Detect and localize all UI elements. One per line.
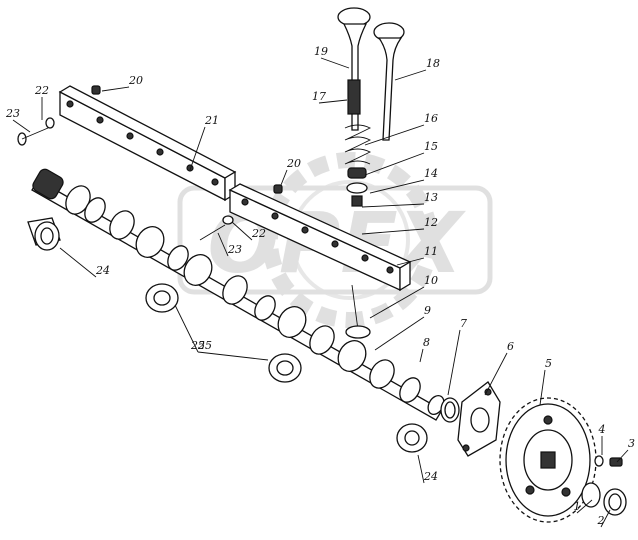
callout-label-11: 11	[424, 245, 438, 258]
callout-layer: 1234567891011121314151617181920202122222…	[5, 45, 635, 528]
valve-spring-16	[344, 124, 372, 207]
valve-18	[373, 22, 405, 141]
washer-4	[594, 455, 604, 467]
bolt-23-lower	[199, 215, 234, 241]
callout-label-8: 8	[423, 336, 430, 349]
callout-label-20: 20	[286, 157, 301, 170]
callout-label-3: 3	[628, 437, 635, 450]
callout-label-17: 17	[312, 90, 326, 103]
callout-leader-20	[101, 86, 130, 92]
callout-label-18: 18	[426, 57, 440, 70]
callout-label-1: 1	[574, 500, 581, 513]
callout-label-2: 2	[597, 514, 605, 527]
callout-label-10: 10	[424, 274, 438, 287]
bolt-23-upper	[17, 127, 49, 146]
callout-label-20: 20	[128, 74, 143, 87]
rocker-shaft-21	[58, 85, 237, 202]
callout-leader-14	[369, 179, 425, 194]
callout-label-23: 23	[5, 107, 20, 120]
cam-gear-5	[499, 397, 597, 523]
washer-1	[581, 482, 601, 508]
bolt-3	[609, 457, 623, 467]
callout-leader-7	[447, 329, 461, 396]
callout-leader-23	[12, 119, 31, 133]
valve-19	[337, 7, 371, 131]
callout-leader-8	[419, 348, 424, 363]
callout-label-24: 24	[423, 470, 438, 483]
ring-7	[440, 397, 460, 423]
callout-leader-24	[59, 247, 97, 278]
callout-label-22: 22	[251, 227, 266, 240]
callout-leader-9	[374, 316, 425, 351]
bearing-24-left	[27, 217, 61, 251]
callout-leader-20	[280, 169, 288, 186]
callout-leader-2	[600, 509, 611, 528]
callout-leader-16	[364, 124, 425, 146]
callout-label-6: 6	[507, 340, 514, 353]
callout-leader-10	[369, 286, 425, 319]
nut-2	[603, 488, 627, 516]
callout-leader-3	[616, 449, 629, 463]
callout-leader-24	[417, 454, 425, 484]
callout-label-19: 19	[314, 45, 328, 58]
callout-label-7: 7	[460, 317, 467, 330]
callout-leader-21	[189, 126, 206, 171]
callout-leader-22	[231, 221, 253, 241]
callout-leader-11	[396, 257, 425, 266]
callout-leader-19	[320, 57, 350, 69]
callout-leader-13	[361, 203, 425, 208]
callout-leader-5	[539, 369, 546, 406]
callout-label-21: 21	[204, 114, 219, 127]
callout-label-24: 24	[95, 264, 110, 277]
callout-leader-17	[318, 99, 348, 104]
callout-leader-23	[217, 232, 229, 257]
callout-label-15: 15	[424, 140, 438, 153]
washer-22-upper	[45, 117, 55, 129]
pin-20-lower	[273, 184, 283, 194]
callout-label-16: 16	[424, 112, 438, 125]
callout-leader-12	[361, 228, 425, 235]
bearing-25-lower	[268, 353, 302, 383]
callout-label-25: 25	[197, 339, 212, 352]
callout-leader-25	[197, 351, 269, 361]
pin-20-upper	[91, 85, 101, 95]
callout-label-14: 14	[424, 167, 438, 180]
callout-label-25: 25	[190, 339, 205, 352]
bearing-25-upper	[145, 283, 179, 313]
callout-leader-15	[364, 152, 425, 176]
callout-label-12: 12	[424, 216, 438, 229]
pushrod-10	[345, 284, 371, 339]
callout-leader-18	[394, 69, 427, 81]
thrust-plate-6	[457, 381, 501, 457]
callout-leader-25	[174, 304, 199, 353]
bearing-24-right	[396, 423, 428, 453]
callout-label-13: 13	[424, 191, 438, 204]
callout-label-5: 5	[545, 357, 552, 370]
callout-label-23: 23	[227, 243, 242, 256]
callout-leader-1	[576, 499, 593, 514]
callout-label-4: 4	[598, 423, 606, 436]
callout-label-9: 9	[424, 304, 431, 317]
callout-leader-6	[484, 352, 508, 396]
camshaft-9	[31, 168, 445, 421]
callout-label-22: 22	[34, 84, 49, 97]
